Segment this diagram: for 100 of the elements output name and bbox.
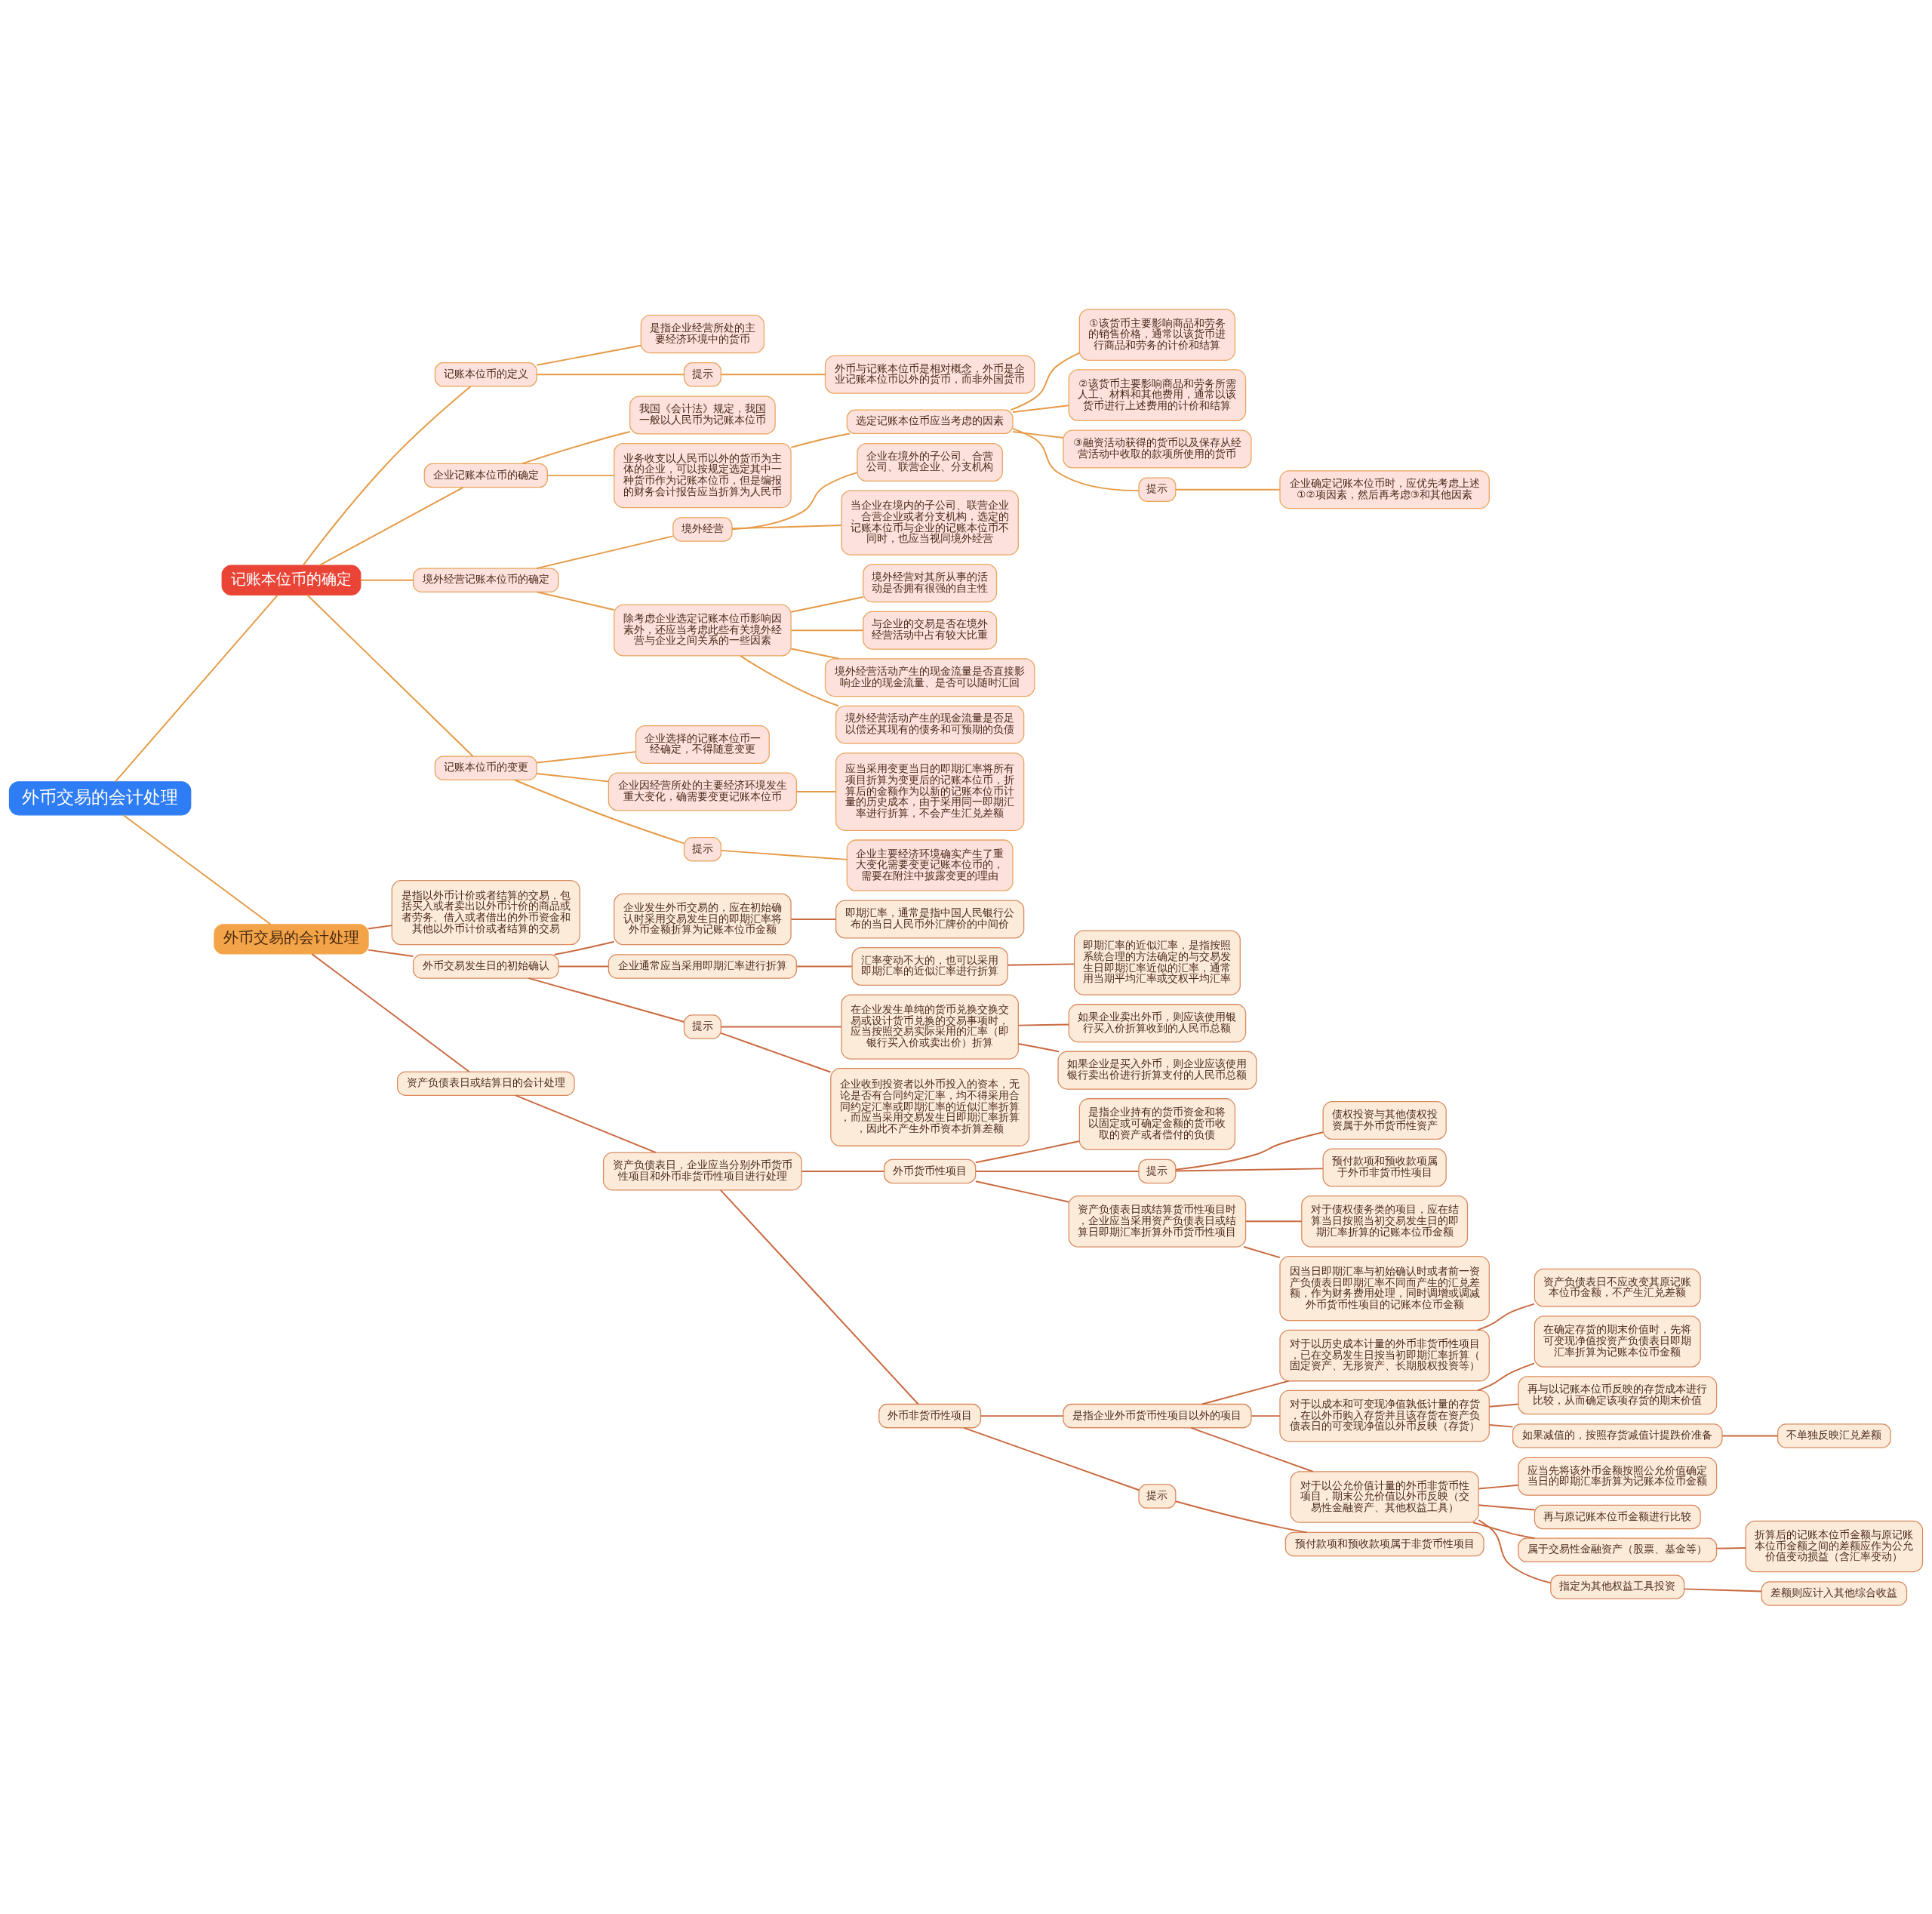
connector [514,779,685,844]
node-box: 因当日即期汇率与初始确认时或者前一资产负债表日即期汇率不同而产生的汇兑差额，作为财务费用处理，同时调增或调减外币货币性项目的记账本位币金额 [1279,1255,1490,1321]
connector [537,590,615,611]
node-box: 记账本位币的确定 [221,565,361,595]
connector [558,965,610,967]
connector [720,1026,842,1027]
connector [1201,1380,1290,1405]
node-box: 是指企业外币货币性项目以外的项目 [1063,1403,1252,1428]
node-box: 企业确定记账本位币时，应优先考虑上述①②项因素，然后再考虑③和其他因素 [1279,469,1490,509]
connector [1190,1426,1314,1472]
node-box: 提示 [683,362,721,387]
connector [1017,1023,1070,1026]
node-box: 在确定存货的期末价值时，先将可变现净值按资产负债表日即期汇率折算为记账本位币金额 [1534,1315,1701,1368]
node-box: ①该货币主要影响商品和劳务的销售价格，通常以该货币进行商品和劳务的计价和结算 [1078,308,1236,361]
connector [1010,352,1081,411]
node-box: 预付款项和预收款项属于非货币性项目 [1284,1531,1484,1556]
connector [536,344,642,366]
node-box: 境外经营活动产生的现金流量是否足以偿还其现有的债务和可预期的负债 [835,705,1025,744]
node-box: 如果企业是买入外币，则企业应该使用银行卖出价进行折算支付的人民币总额 [1057,1051,1257,1090]
node-box: 资产负债表日或结算日的会计处理 [397,1070,575,1096]
node-box: 资产负债表日，企业应当分别外币货币性项目和外币非货币性项目进行处理 [602,1151,802,1190]
connector [1488,1423,1514,1428]
connector [306,593,474,757]
node-box: 提示 [1138,1159,1177,1183]
connector [790,629,864,631]
connector [535,534,674,569]
connector [1715,1546,1746,1549]
connector [720,849,848,860]
node-box: 提示 [1138,1483,1177,1509]
node-box: 再与以记账本位币反映的存货成本进行比较，从而确定该项存货的期末价值 [1518,1375,1718,1414]
node-box: 折算后的记账本位币金额与原记账本位币金额之间的差额应作为公允价值变动损益（含汇率变动） [1745,1520,1924,1572]
connector [719,1189,919,1405]
node-box: 企业因经营所处的主要经济环境发生重大变化，确需要变更记账本位币 [608,772,798,811]
connector [1174,1167,1324,1172]
connector [1478,1503,1536,1510]
node-box: 即期汇率，通常是指中国人民银行公布的当日人民币外汇牌价的中间价 [835,899,1025,938]
connector [368,949,414,957]
node-box: 境外经营活动产生的现金流量是否直接影响企业的现金流量、是否可以随时汇回 [824,657,1035,697]
connector [1245,1220,1303,1222]
connector [122,814,272,925]
node-box: 差额则应计入其他综合收益 [1761,1580,1908,1606]
connector [1251,1414,1281,1417]
node-box: 资产负债表日或结算货币性项目时，企业应当采用资产负债表日或结算日即期汇率折算外币货币性项目 [1068,1195,1247,1248]
node-box: 再与原记账本位币金额进行比较 [1534,1504,1701,1529]
connector [1478,1519,1552,1583]
node-box: 提示 [683,1014,721,1039]
connector [801,1170,885,1172]
connector [1017,1042,1060,1052]
connector [1174,488,1281,491]
node-box: 外币非货币性项目 [878,1403,982,1428]
connector [790,918,837,920]
node-box: 不单独反映汇兑差额 [1777,1423,1891,1448]
node-box: 企业通常应当采用即期汇率进行折算 [608,953,798,979]
node-box: 境外经营 [672,516,733,542]
node-box: 境外经营记账本位币的确定 [413,568,559,592]
node-box: 债权投资与其他债权投资属于外币货币性资产 [1322,1100,1447,1140]
connector [790,432,851,448]
connector [731,471,858,530]
node-box: 指定为其他权益工具投资 [1550,1574,1685,1599]
node-box: 与企业的交易是否在境外经营活动中占有较大比重 [863,611,998,650]
connector [1012,427,1140,491]
node-box: 应当采用变更当日的即期汇率将所有项目折算为变更后的记账本位币，折算后的金额作为以新的记账本位币计量的历史成本，由于采用同一即期汇率进行折算，不会产生汇兑差额 [835,752,1025,831]
node-box: 提示 [1138,476,1177,502]
connector [546,474,615,476]
node-box: 企业选择的记账本位币一经确定，不得随意变更 [635,725,770,764]
connector [515,1094,657,1153]
node-box: 在企业发生单纯的货币兑换交换交易或设计货币兑换的交易事项时，应当按照交易实际采用的汇率（即银行买入价或卖出价）折算 [841,993,1019,1060]
node-box: 外币交易的会计处理 [214,923,369,954]
node-box: 对于以历史成本计量的外币非货币性项目，已在交易发生日按当初即期汇率折算（固定资产、无形资产、长期股权投资等） [1279,1329,1490,1381]
node-box: ②该货币主要影响商品和劳务所需人工、材料和其他费用，通常以该货币进行上述费用的计价和结算 [1068,368,1247,421]
connector [528,977,685,1023]
connector [980,1414,1064,1417]
connector [974,1140,1081,1163]
node-box: 企业记账本位币的确定 [423,463,548,488]
node-box: 除考虑企业选定记账本位币影响因素外，还应当考虑此些有关境外经营与企业之间关系的一些因素 [614,604,792,656]
connector [536,772,610,782]
node-box: 是指企业经营所处的主要经济环境中的货币 [640,314,765,353]
node-box: 外币货币性项目 [883,1159,977,1183]
connector [536,750,637,763]
connector [1012,404,1069,413]
node-box: 是指以外币计价或者结算的交易，包括买入或者卖出以外币计价的商品或者劳务、借入或者借出的外币资金和其他以外币计价或者结算的交易 [391,879,580,945]
connector [720,1032,832,1072]
connector [790,595,864,613]
connector [1476,1303,1536,1331]
node-box: 境外经营对其所从事的活动是否拥有很强的自主性 [863,563,998,602]
connector [521,430,631,464]
node-box: 企业收到投资者以外币投入的资本，无论是否有合同约定汇率，均不得采用合同约定汇率或即期汇率的近似汇率折算，而应当采用交易发生日即期汇率折算，因此不产生外币资本折算差额 [830,1067,1030,1146]
connector [1243,1245,1281,1258]
connector [1683,1587,1763,1592]
node-box: 汇率变动不大的，也可以采用即期汇率的近似汇率进行折算 [851,946,1008,986]
node-box: 记账本位币的变更 [434,755,537,780]
connector [311,952,470,1072]
connector [1721,1435,1779,1436]
connector [1476,1362,1536,1391]
node-box: 应当先将该外币金额按照公允价值确定当日的即期汇率折算为记账本位币金额 [1518,1457,1718,1496]
connector [963,1426,1140,1491]
node-box: 对于债权债务类的项目，应在结算当日按照当初交易发生日的即期汇率折算的记账本位币金额 [1301,1195,1469,1248]
node-box: 企业主要经济环境确实产生了重大变化需要变更记账本位币的，需要在附注中披露变更的理由 [846,839,1014,891]
connector [536,373,685,375]
node-box: 提示 [683,836,721,861]
